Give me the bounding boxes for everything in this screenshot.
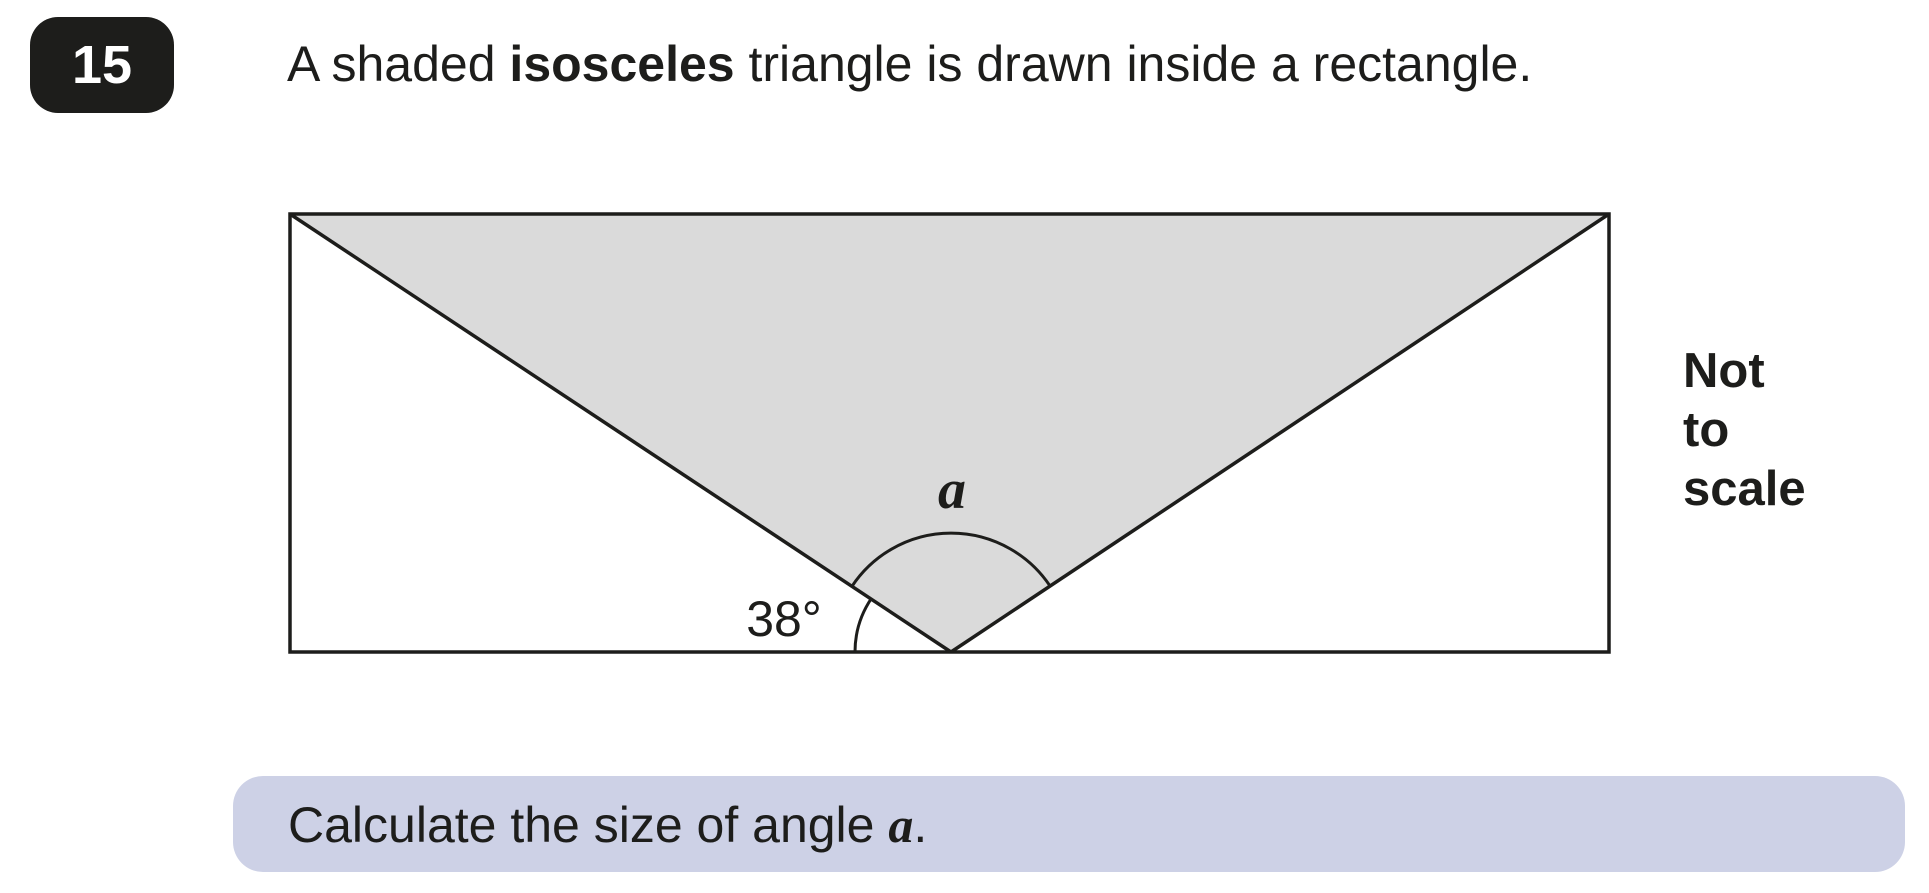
task-variable: a [888, 797, 914, 853]
question-number-badge: 15 [30, 17, 174, 113]
question-text-end: triangle is drawn inside a rectangle. [734, 36, 1533, 92]
angle-label-a: a [938, 459, 966, 521]
task-text-start: Calculate the size of angle [288, 797, 889, 853]
task-box: Calculate the size of angle a. [233, 776, 1905, 872]
task-text: Calculate the size of angle a. [288, 795, 927, 855]
angle-label-38: 38° [746, 591, 822, 647]
triangle-right-side [950, 212, 1610, 654]
task-text-end: . [913, 797, 928, 853]
question-text: A shaded isosceles triangle is drawn ins… [287, 34, 1532, 94]
question-text-bold: isosceles [509, 36, 735, 92]
note-line-3: scale [1683, 462, 1806, 516]
triangle-left-side [289, 212, 952, 654]
angle-arc-a [850, 531, 1052, 588]
question-text-start: A shaded [287, 36, 510, 92]
shaded-isosceles-triangle [290, 214, 1609, 652]
angle-arc-38 [853, 597, 873, 653]
note-line-1: Not [1683, 344, 1765, 398]
not-to-scale-note: Not to scale [1683, 342, 1806, 519]
question-number: 15 [71, 35, 133, 95]
note-line-2: to [1683, 403, 1730, 457]
